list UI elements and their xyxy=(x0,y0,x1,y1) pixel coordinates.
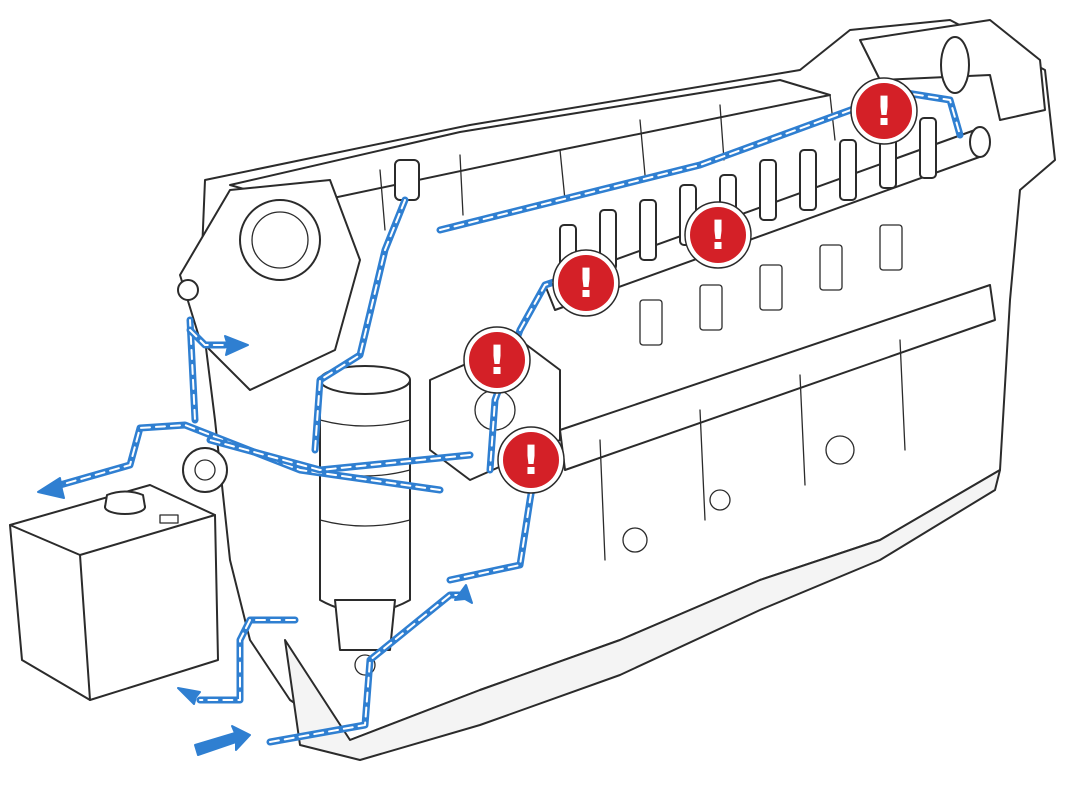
svg-text:!: ! xyxy=(709,213,727,259)
svg-text:!: ! xyxy=(875,89,893,135)
svg-text:!: ! xyxy=(522,438,540,484)
warning-icon[interactable]: ! xyxy=(850,77,918,145)
flow-arrow-return-icon xyxy=(37,477,65,499)
injector-bodies xyxy=(639,224,903,346)
fuel-filter xyxy=(319,365,411,676)
fuel-tank xyxy=(9,484,219,701)
svg-text:!: ! xyxy=(577,261,595,307)
warning-icon[interactable]: ! xyxy=(497,426,565,494)
engine-block xyxy=(177,19,1056,761)
flow-arrow-inlet-icon xyxy=(194,725,251,756)
flow-arrow-supply-up-icon xyxy=(454,584,473,604)
warning-badges: ! ! ! ! ! xyxy=(463,77,918,494)
warning-icon[interactable]: ! xyxy=(463,326,531,394)
flow-arrow-tank-return-icon xyxy=(177,687,201,705)
warning-icon[interactable]: ! xyxy=(552,249,620,317)
svg-text:!: ! xyxy=(488,338,506,384)
flow-arrow-housing-icon xyxy=(224,335,249,356)
flow-arrows xyxy=(37,335,473,756)
warning-icon[interactable]: ! xyxy=(684,201,752,269)
